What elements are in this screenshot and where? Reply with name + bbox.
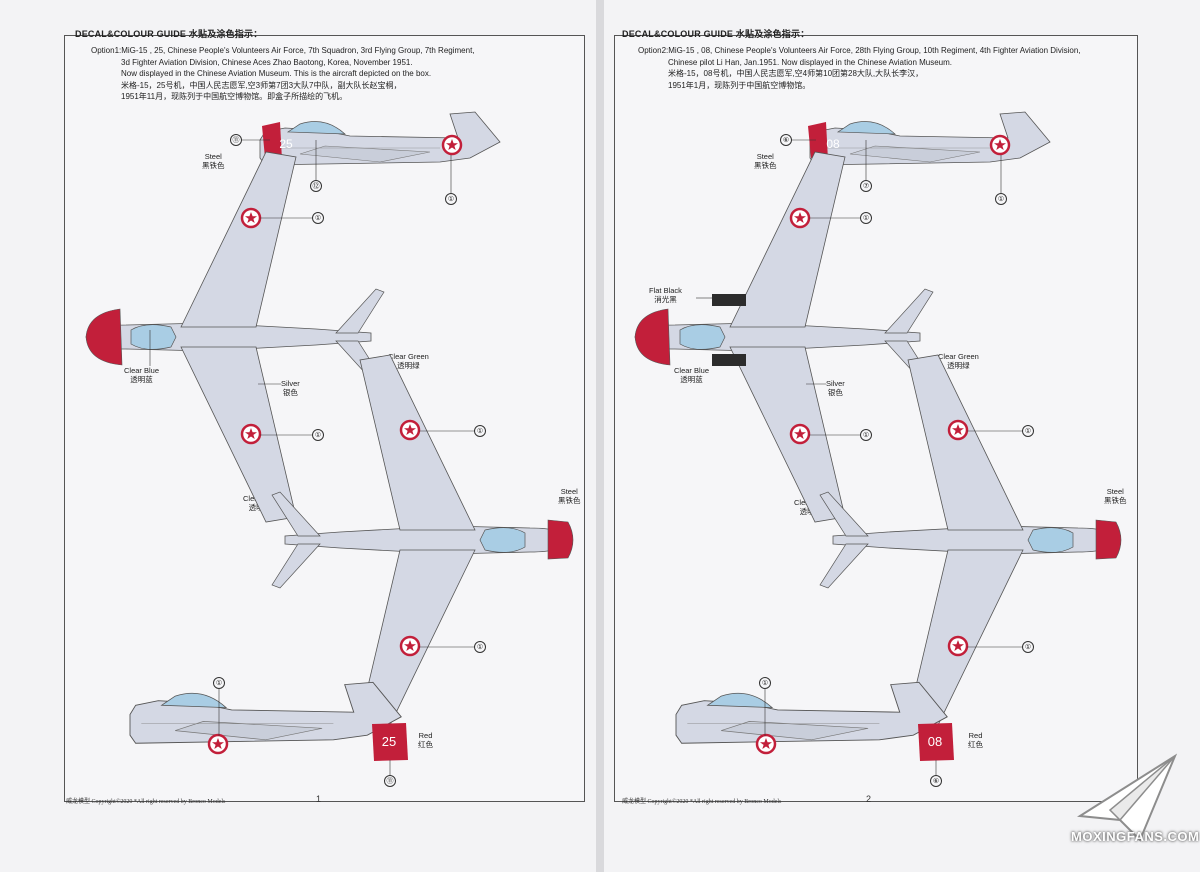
decal-callout-roundel: ① bbox=[1022, 641, 1034, 653]
decal-callout-stars: ⑦ bbox=[860, 180, 872, 192]
page-frame bbox=[64, 35, 585, 802]
decal-callout-roundel: ① bbox=[759, 677, 771, 689]
option-line: Now displayed in the Chinese Aviation Mu… bbox=[121, 69, 432, 78]
option-line: 1951年11月，现陈列于中国航空博物馆。即盒子所描绘的飞机。 bbox=[121, 92, 348, 101]
guide-header: DECAL&COLOUR GUIDE 水贴及涂色指示： bbox=[622, 29, 810, 39]
option-line: Option1:MiG-15 , 25, Chinese People's Vo… bbox=[91, 46, 475, 55]
decal-callout-number: ⑥ bbox=[930, 775, 942, 787]
decal-callout-roundel: ① bbox=[474, 425, 486, 437]
decal-callout-roundel: ① bbox=[312, 429, 324, 441]
option-line: Option2:MiG-15 , 08, Chinese People's Vo… bbox=[638, 46, 1081, 55]
option-line: Chinese pilot Li Han, Jan.1951. Now disp… bbox=[668, 57, 953, 67]
copyright-footer: 威龙模型 Copyright©2020 *All right reserved … bbox=[66, 799, 226, 805]
option-line: 米格-15，08号机，中国人民志愿军,空4师第10团第28大队,大队长李汉， bbox=[668, 69, 924, 78]
decal-callout-roundel: ① bbox=[445, 193, 457, 205]
page-number: 1 bbox=[316, 794, 322, 804]
instruction-page-2: DECAL&COLOUR GUIDE 水贴及涂色指示： Option2:MiG-… bbox=[604, 0, 1200, 872]
option-2-description: Option2:MiG-15 , 08, Chinese People's Vo… bbox=[638, 45, 1081, 91]
page-number: 2 bbox=[866, 794, 872, 804]
option-line: 3d Fighter Aviation Division, Chinese Ac… bbox=[121, 57, 413, 67]
page-frame bbox=[614, 35, 1138, 802]
decal-callout-roundel: ① bbox=[995, 193, 1007, 205]
decal-callout-number: ⑥ bbox=[780, 134, 792, 146]
decal-callout-roundel: ① bbox=[1022, 425, 1034, 437]
decal-callout-roundel: ① bbox=[860, 429, 872, 441]
watermark-logo-icon bbox=[1077, 753, 1178, 842]
decal-callout-stars: ⑫ bbox=[310, 180, 322, 192]
watermark-text: MOXINGFANS.COM bbox=[1071, 829, 1200, 844]
option-line: 米格-15，25号机，中国人民志愿军,空3师第7团3大队7中队，副大队长赵宝桐， bbox=[121, 80, 402, 90]
decal-callout-roundel: ① bbox=[312, 212, 324, 224]
decal-callout-number: ⑪ bbox=[384, 775, 396, 787]
decal-callout-roundel: ① bbox=[213, 677, 225, 689]
decal-callout-number: ⑪ bbox=[230, 134, 242, 146]
copyright-footer: 威龙模型 Copyright©2020 *All right reserved … bbox=[622, 799, 782, 805]
instruction-page-1: DECAL&COLOUR GUIDE 水贴及涂色指示： Option1:MiG-… bbox=[0, 0, 596, 872]
option-line: 1951年1月，现陈列于中国航空博物馆。 bbox=[668, 80, 811, 90]
decal-callout-roundel: ① bbox=[474, 641, 486, 653]
guide-header: DECAL&COLOUR GUIDE 水贴及涂色指示： bbox=[75, 29, 263, 39]
option-1-description: Option1:MiG-15 , 25, Chinese People's Vo… bbox=[91, 45, 475, 103]
decal-callout-roundel: ① bbox=[860, 212, 872, 224]
